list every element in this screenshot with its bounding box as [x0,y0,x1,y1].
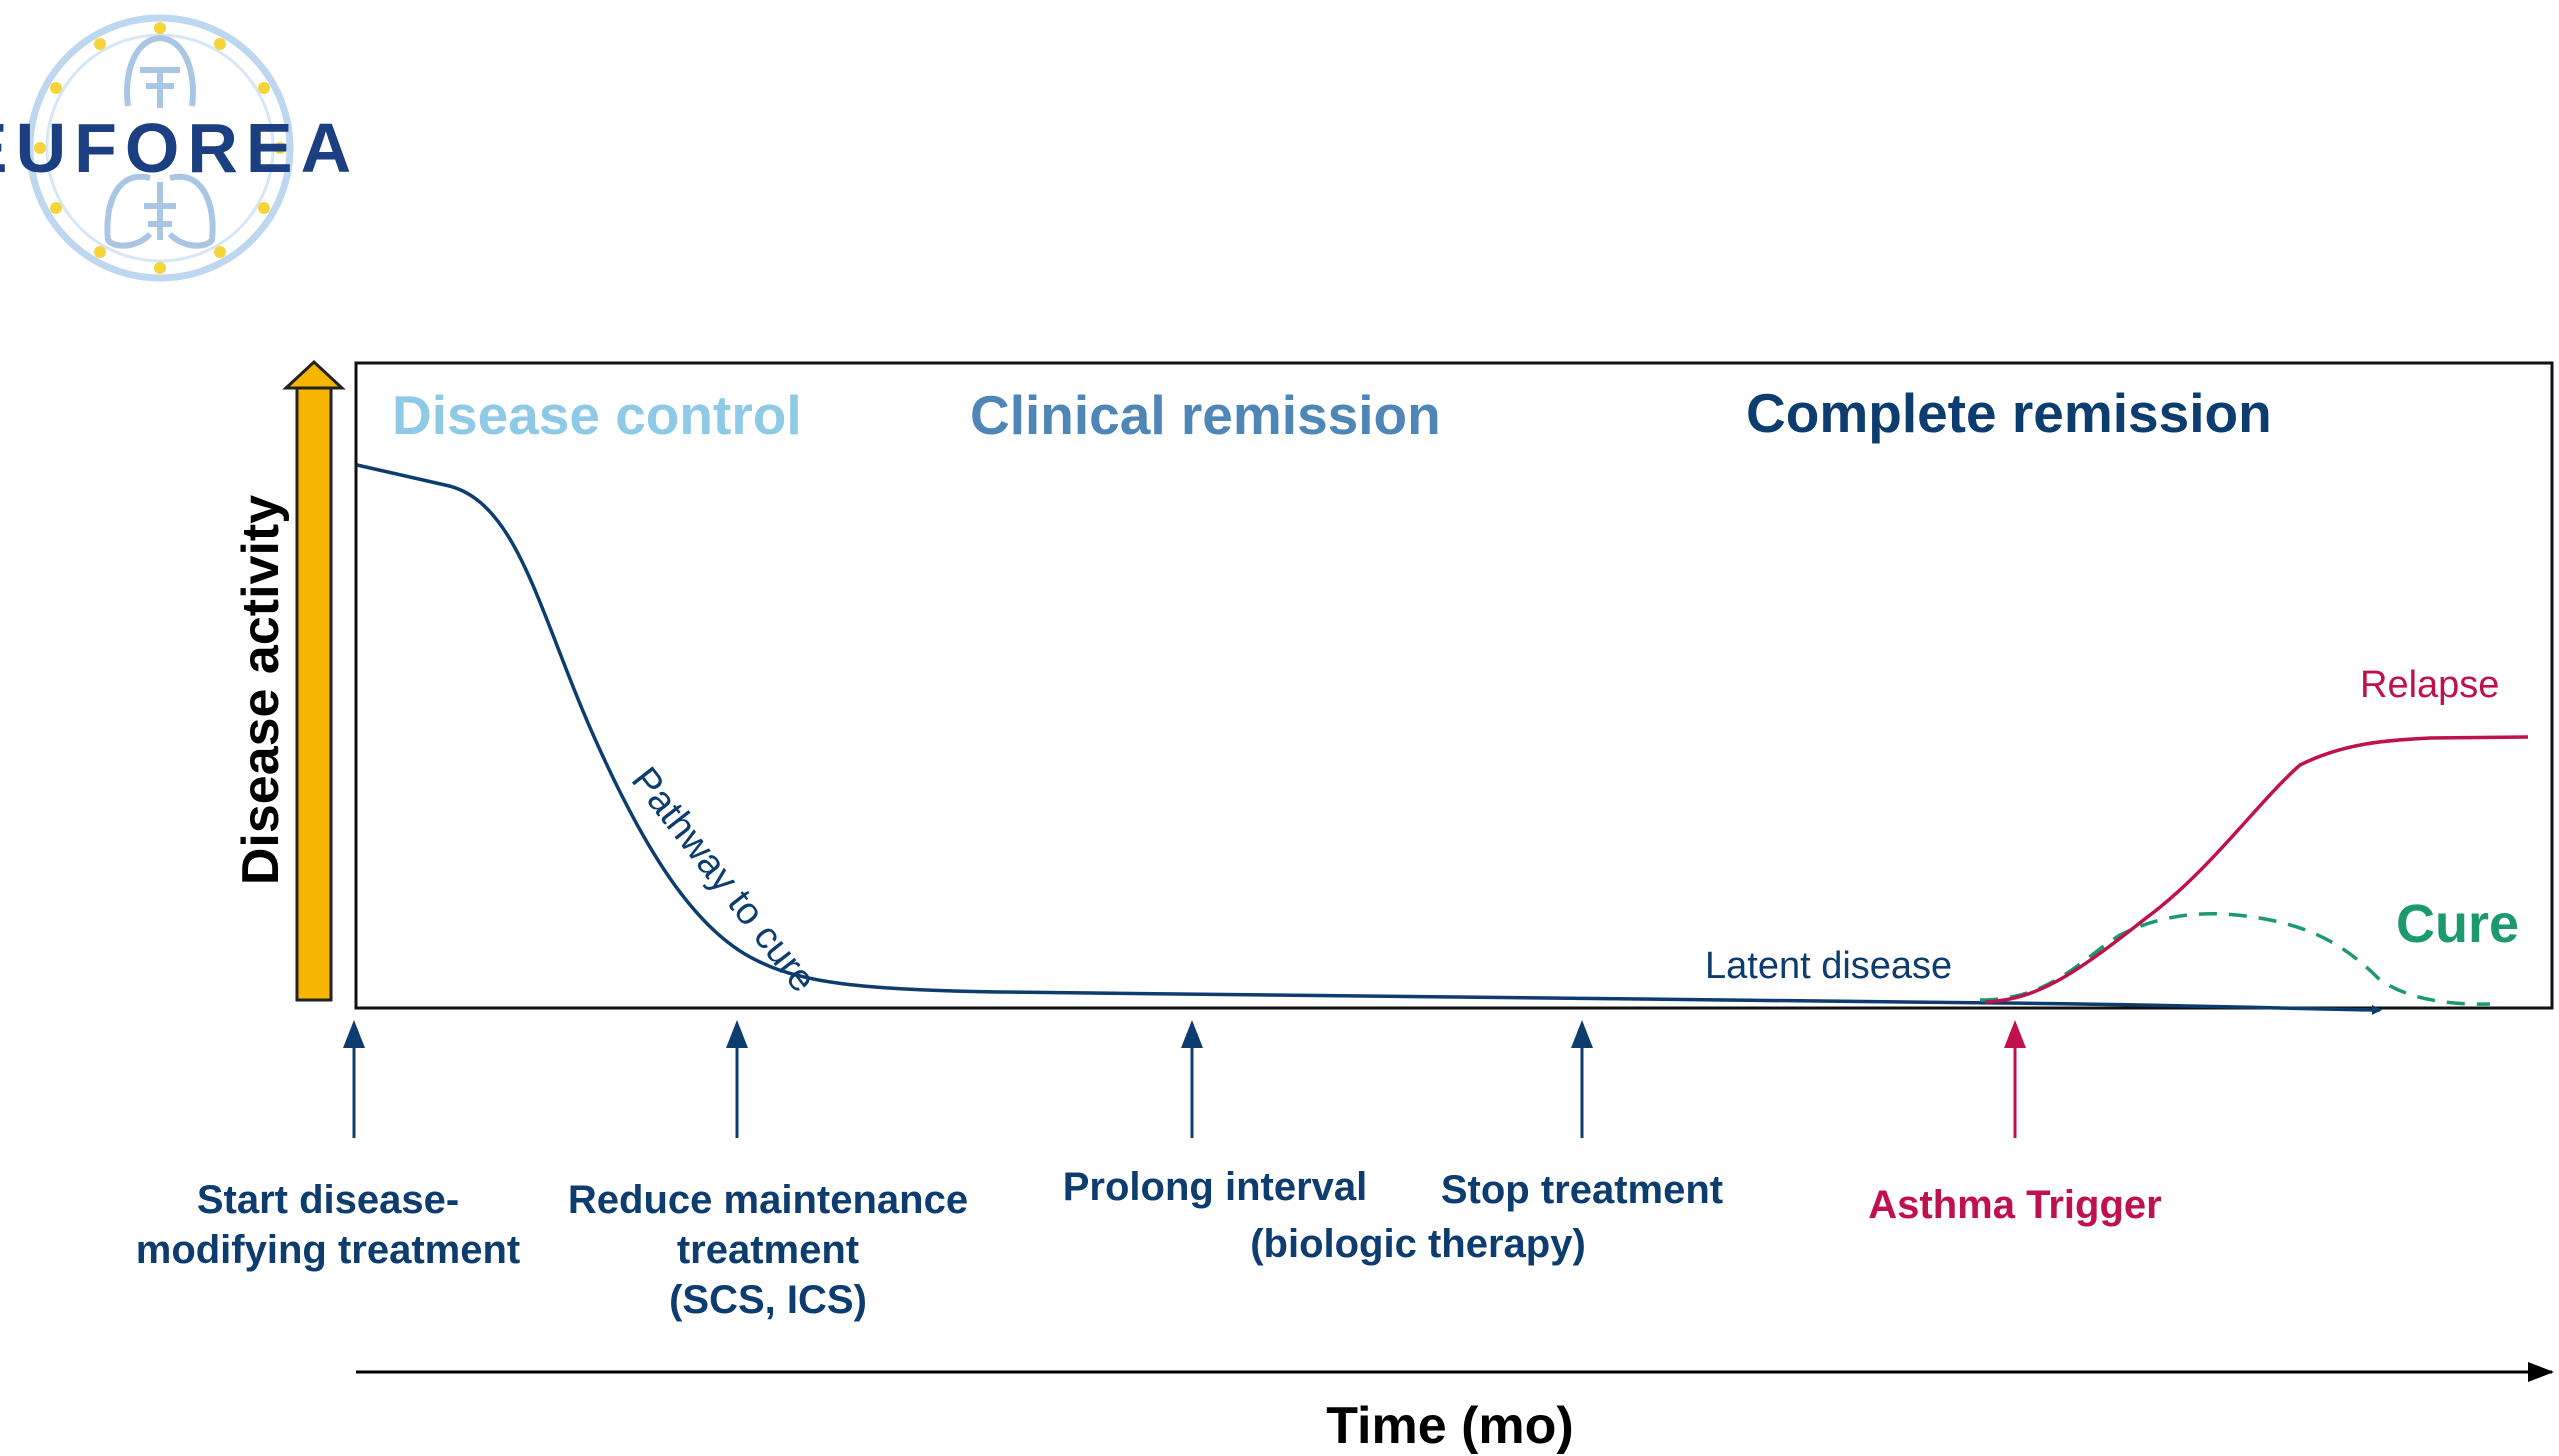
star-ring-icon [34,22,286,274]
event-stop: Stop treatment [1441,1168,1723,1212]
arrow-up-icon [726,1020,748,1048]
event-prolong: Prolong interval [1063,1165,1368,1209]
disease-curve [356,463,2382,1015]
cure-label: Cure [2396,894,2519,954]
relapse-curve [1984,735,2529,1004]
event-reduce-line3: (SCS, ICS) [669,1278,867,1322]
euforea-logo: EUFOREA [0,14,359,282]
up-arrow-icon [282,359,346,390]
phase-clinical-remission: Clinical remission [970,384,1441,446]
arrow-up-icon [343,1020,365,1048]
event-labels: Start disease- modifying treatment Reduc… [136,1165,2162,1322]
latent-disease-label: Latent disease [1705,945,1952,987]
logo-text: EUFOREA [0,109,359,187]
event-asthma-trigger: Asthma Trigger [1868,1183,2161,1227]
phase-complete-remission: Complete remission [1746,382,2272,444]
event-biologic: (biologic therapy) [1250,1222,1586,1266]
lungs-icon [104,173,216,249]
x-axis-label: Time (mo) [1326,1397,1574,1455]
arrow-up-icon [1571,1020,1593,1048]
event-arrows [343,1020,2026,1138]
relapse-label: Relapse [2360,664,2499,706]
event-reduce-line2: treatment [677,1228,859,1272]
arrow-up-icon [2004,1020,2026,1048]
arrow-up-icon [1181,1020,1203,1048]
pathway-to-cure-label: Pathway to cure [623,760,824,1001]
event-reduce-line1: Reduce maintenance [568,1178,968,1222]
event-start-line2: modifying treatment [136,1228,520,1272]
y-axis: Disease activity [232,359,346,1002]
disease-activity-bar [295,383,333,1002]
phase-disease-control: Disease control [392,384,802,446]
y-axis-label: Disease activity [232,495,290,885]
head-icon [124,34,196,108]
event-start-line1: Start disease- [197,1178,459,1222]
cure-curve [1979,912,2491,1006]
plot-frame [354,361,2554,1010]
